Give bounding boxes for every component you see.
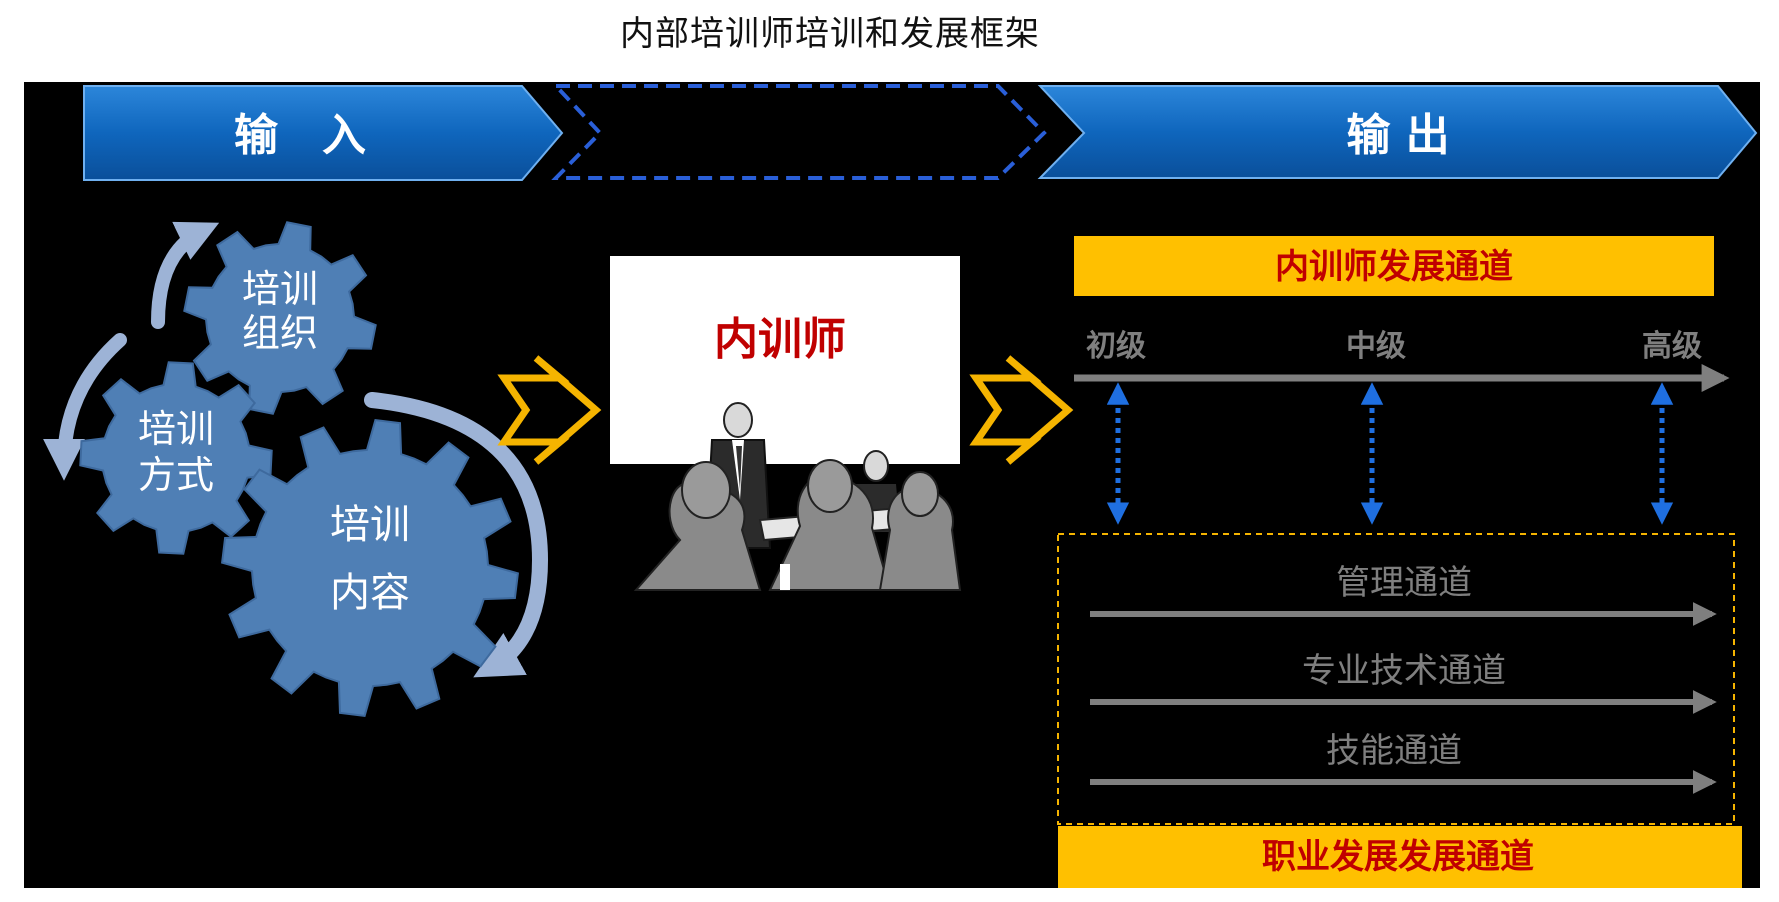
gear-content-line2: 内容 [330,570,410,616]
career-channel-title: 职业发展发展通道 [1262,837,1534,877]
gear-organization-icon: 培训 组织 [183,221,377,415]
level-junior: 初级 [1086,329,1146,364]
gear-content-icon: 培训 内容 [221,419,519,717]
cycle-arrow-left-icon [43,333,127,481]
diagram-title: 内部培训师培训和发展框架 [620,14,1040,54]
gear-organization-line1: 培训 [242,267,318,311]
trainer-label: 内训师 [714,314,846,365]
level-intermediate: 中级 [1346,329,1406,364]
career-track-management: 管理通道 [1336,563,1472,603]
cycle-arrow-right-icon [364,392,549,678]
trainer-channel-title: 内训师发展通道 [1275,247,1513,287]
output-banner: 输 出 [1037,85,1758,179]
cycle-arrow-top-icon [151,221,220,329]
career-channel-bar: 职业发展发展通道 [1058,826,1742,888]
level-senior: 高级 [1642,329,1702,364]
level-connectors [1106,382,1674,525]
process-banner-dashed [551,84,1047,180]
chevron-arrow-left-icon [497,355,602,465]
input-banner-label: 输 入 [234,110,366,161]
gear-method-line1: 培训 [138,407,214,451]
input-banner: 输 入 [83,85,564,181]
trainer-channel-bar: 内训师发展通道 [1074,236,1714,296]
presentation-people-icon [633,402,962,591]
chevron-arrow-right-icon [969,355,1074,465]
gear-content-line1: 培训 [330,502,410,548]
level-track: 初级 中级 高级 [1074,329,1730,392]
career-tracks-box: 管理通道 专业技术通道 技能通道 [1057,533,1735,825]
career-track-skills: 技能通道 [1326,731,1462,771]
gear-organization-line2: 组织 [242,311,318,355]
gear-method-icon: 培训 方式 [79,361,273,555]
trainer-board: 内训师 [610,256,960,464]
cycle-arrows [43,221,549,678]
career-track-technical: 专业技术通道 [1302,651,1506,691]
gear-method-line2: 方式 [138,453,214,497]
output-banner-label: 输 出 [1346,110,1449,161]
